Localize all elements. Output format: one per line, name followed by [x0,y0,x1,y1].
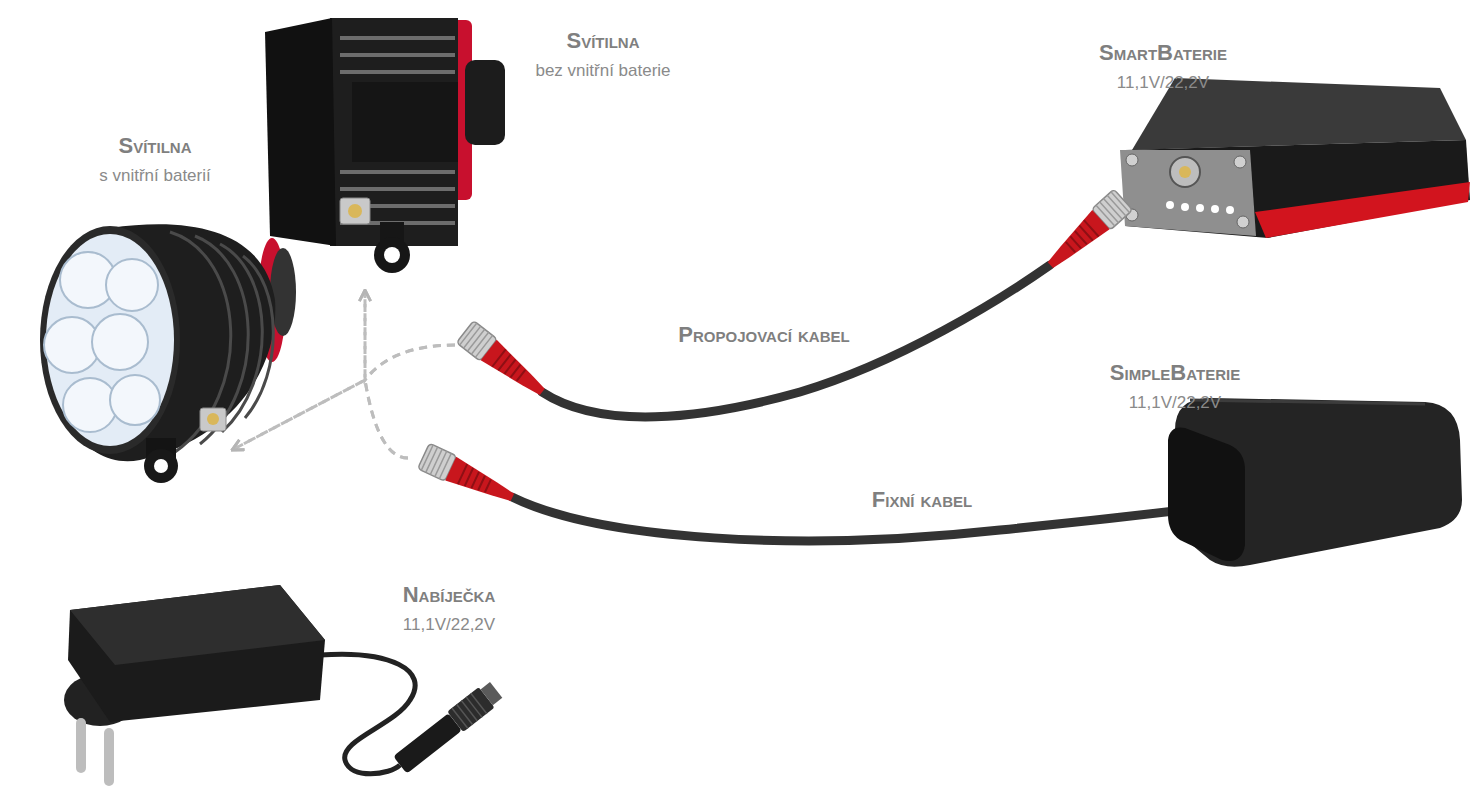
product-node: Propojovací kabel [455,318,875,413]
simple-battery [1168,398,1462,567]
lamp-with-battery-part [40,226,180,454]
charger-part-part [481,682,503,705]
simple-battery-part [1168,398,1462,567]
part-spec: bez vnitřní baterie [535,60,670,81]
product-node: SmartBaterie 11,1V/22,2V [1085,35,1470,245]
part-name: SimpleBaterie [1110,360,1240,386]
smart-battery-part-part [1211,205,1219,213]
lamp-with-battery-part [170,232,273,452]
product-node: SimpleBaterie 11,1V/22,2V [1100,355,1470,575]
fixed-cable-part [512,497,1200,541]
charger-part [104,728,114,786]
part-name: SmartBaterie [1099,40,1227,66]
product-node: Fixní kabel [408,440,998,517]
lamp-with-battery [40,224,296,483]
lamp-with-battery-part-part [92,314,148,370]
part-name: Propojovací kabel [678,322,849,348]
simple-battery-part [1168,428,1245,562]
connection-cable-part [1041,189,1133,275]
fixed-cable [418,443,1200,541]
connection-cable-part [542,265,1050,417]
smart-battery-part-part [1196,204,1204,212]
smart-battery-part [1237,216,1249,228]
lamp-with-battery-part [44,252,160,432]
fixed-cable-part [418,443,519,510]
smart-battery-part [1126,154,1138,166]
part-name: Nabíječka [403,582,496,608]
product-label: Fixní kabel [872,487,972,513]
part-spec: 11,1V/22,2V [1110,392,1240,413]
lamp-with-battery-part [144,449,178,483]
dashed-arrow [365,290,455,380]
lamp-without-battery-part [330,18,458,246]
part-spec: s vnitřní baterií [99,165,211,186]
part-spec: 11,1V/22,2V [403,614,496,635]
part-name: Svítilna [99,133,211,159]
product-label: Svítilna bez vnitřní baterie [535,28,670,81]
connection-cable [456,189,1132,417]
product-label: SmartBaterie 11,1V/22,2V [1099,40,1227,93]
part-name: Svítilna [535,28,670,54]
lamp-with-battery-part [207,413,219,425]
charger [64,585,504,786]
smart-battery-part [1166,201,1234,214]
smart-battery-part-part [1181,203,1189,211]
lamp-with-battery-part-part [110,375,160,425]
part-spec: 11,1V/22,2V [1099,72,1227,93]
lamp-without-battery-part [265,18,336,246]
simple-battery-part [1190,400,1425,404]
dashed-arrow [365,290,408,458]
product-label: Svítilna s vnitřní baterií [99,133,211,186]
charger-part [68,585,325,722]
smart-battery-part [1179,166,1191,178]
lamp-with-battery-part [45,224,275,461]
charger-part [76,718,86,773]
product-label: Propojovací kabel [678,322,849,348]
lamp-without-battery-part [465,60,505,145]
product-node: Nabíječka 11,1V/22,2V [60,578,530,793]
smart-battery-part [1120,150,1256,236]
smart-battery-part [1234,156,1246,168]
smart-battery [1120,78,1470,238]
lamp-with-battery-part [200,408,226,431]
lamp-with-battery-part [154,459,168,473]
smart-battery-part [1170,157,1200,187]
lamp-without-battery-part [340,198,370,224]
dashed-arrow [232,380,408,458]
smart-battery-part [1255,182,1470,238]
connection-cable-part [456,321,550,403]
lamp-without-battery-part [348,204,362,218]
lamp-without-battery-part [384,247,400,263]
lamp-with-battery-part-part [106,259,158,311]
product-node: Svítilna bez vnitřní baterie [265,20,695,290]
charger-part [70,585,325,665]
product-label: Nabíječka 11,1V/22,2V [403,582,496,635]
charger-part [392,680,504,776]
lamp-with-battery-part-part [63,378,117,432]
smart-battery-part-part [1166,201,1174,209]
lamp-without-battery-part [374,237,410,273]
part-name: Fixní kabel [872,487,972,513]
lamp-without-battery [265,18,505,273]
charger-part-part [393,713,462,773]
lamp-without-battery-part [352,82,458,162]
product-label: SimpleBaterie 11,1V/22,2V [1110,360,1240,413]
dashed-arrow [232,345,455,450]
charger-part-part [452,693,487,728]
smart-battery-part-part [1226,206,1234,214]
product-node: Svítilna s vnitřní baterií [30,130,232,475]
